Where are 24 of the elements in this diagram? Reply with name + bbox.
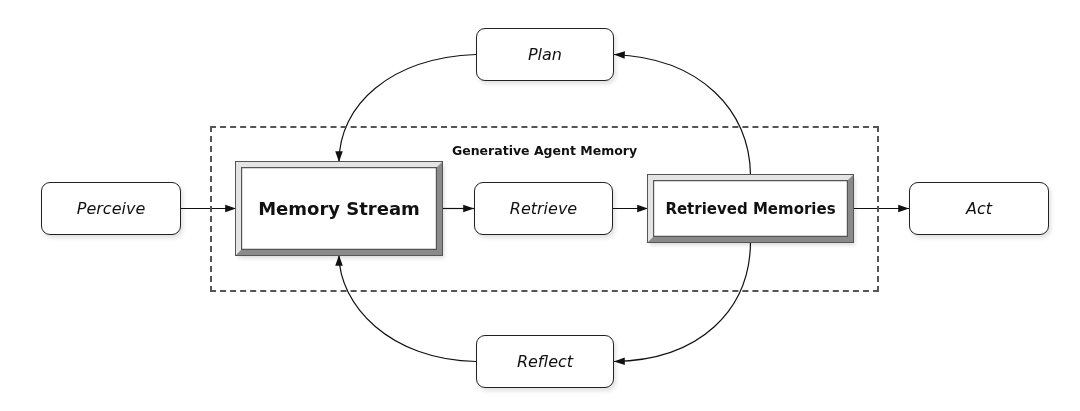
- process-box: [476, 28, 614, 81]
- arrow: [852, 204, 910, 213]
- memory-box: [648, 175, 853, 242]
- arrow: [612, 204, 649, 213]
- node-label: Perceive: [76, 199, 146, 218]
- node-label: Act: [966, 199, 992, 218]
- arrow: [441, 204, 475, 213]
- process-box: [41, 182, 181, 235]
- node-label: Reflect: [516, 352, 574, 371]
- process-box: [474, 182, 613, 235]
- dashed-group-frame: [210, 126, 879, 292]
- group-heading: Generative Agent Memory: [450, 143, 639, 158]
- arrow: [613, 241, 752, 365]
- arrow: [180, 204, 237, 213]
- arrow: [336, 254, 477, 363]
- node-label: Plan: [527, 45, 562, 64]
- process-box: [909, 182, 1049, 235]
- arrow: [336, 53, 477, 163]
- node-label: Retrieved Memories: [665, 199, 836, 218]
- memory-box: [236, 162, 442, 255]
- arrow: [613, 51, 752, 176]
- node-label: Retrieve: [509, 199, 578, 218]
- process-box: [476, 335, 614, 388]
- node-label: Memory Stream: [258, 198, 420, 219]
